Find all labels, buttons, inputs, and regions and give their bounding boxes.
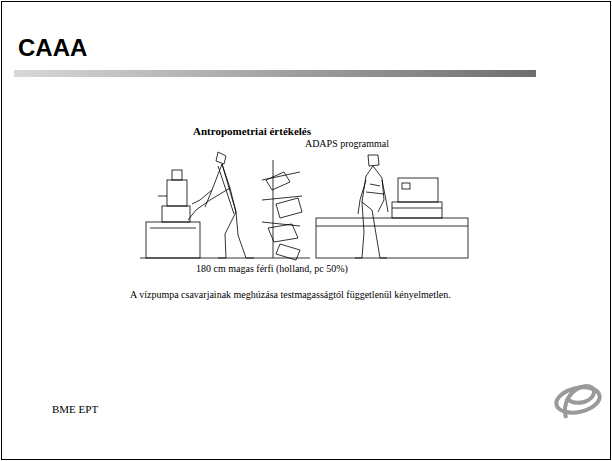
- water-pump: [167, 180, 187, 206]
- image-ground: [118, 108, 496, 346]
- slide-title: CAAA: [18, 34, 87, 62]
- figure-subheading: ADAPS programmal: [305, 138, 389, 149]
- figure-caption: 180 cm magas férfi (holland, pc 50%): [196, 263, 348, 274]
- work-table: [146, 222, 200, 258]
- left-scene: [140, 152, 310, 260]
- figure-note: A vízpumpa csavarjainak meghúzása testma…: [130, 289, 451, 300]
- logo: [554, 384, 602, 418]
- bending-worker: [192, 164, 254, 258]
- figure-heading: Antropometriai értékelés: [193, 125, 311, 137]
- machine-box: [398, 178, 438, 202]
- right-scene: [316, 155, 468, 258]
- footer-text: BME EPT: [52, 403, 98, 415]
- title-bar: [14, 70, 536, 77]
- standing-worker: [355, 166, 388, 258]
- pump-base: [162, 206, 190, 222]
- tilted-boxes: [266, 172, 302, 260]
- shelf-boards: [262, 172, 302, 226]
- shelf-post: [273, 160, 274, 258]
- standing-head: [368, 155, 379, 166]
- worker-head: [216, 152, 226, 164]
- low-table: [316, 218, 468, 258]
- wrench: [188, 210, 196, 220]
